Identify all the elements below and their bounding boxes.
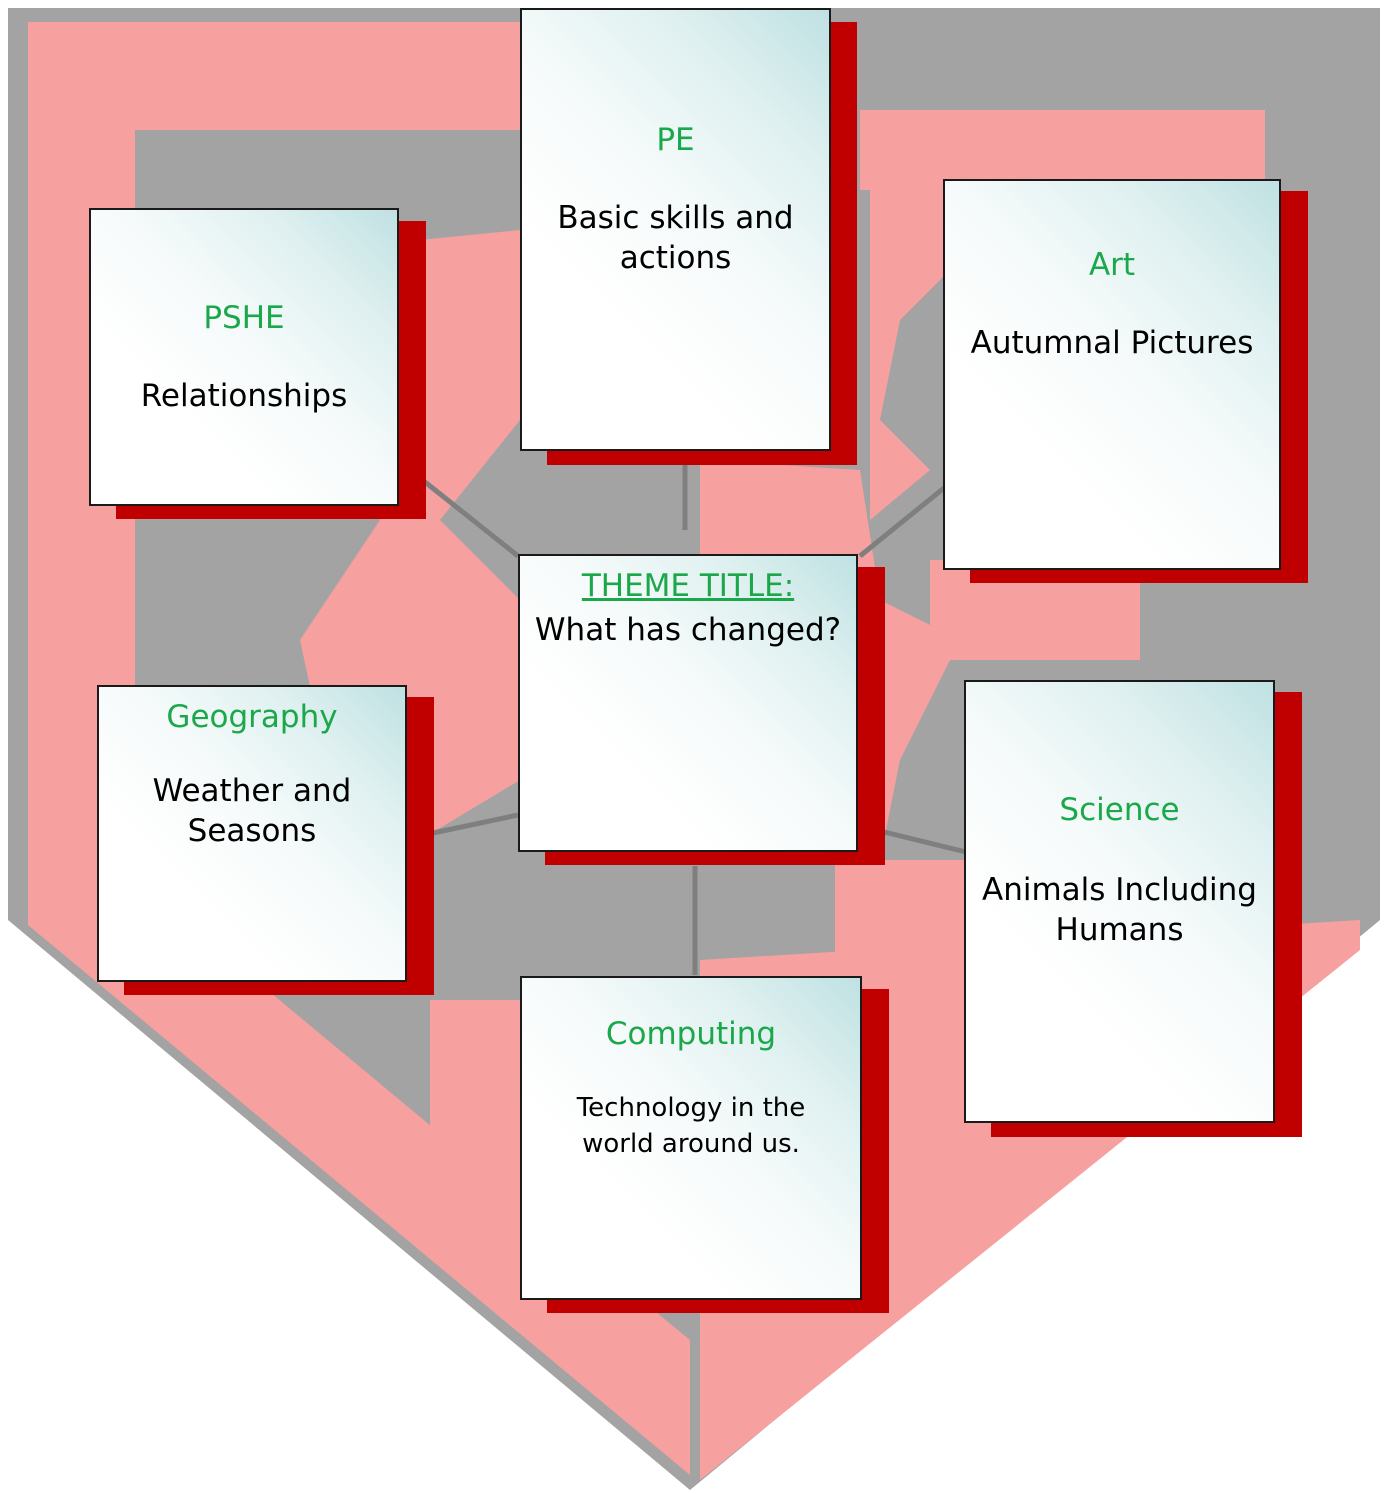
- topic-text: Weather and Seasons: [152, 773, 352, 849]
- connector-art: [858, 486, 946, 558]
- crest-emblem-lower: [430, 1000, 520, 1260]
- connector-geography: [432, 812, 519, 836]
- topic-text: Animals Including Humans: [982, 872, 1257, 948]
- card-face: Science Animals Including Humans: [964, 680, 1275, 1123]
- subject-label: Art: [1088, 247, 1136, 283]
- subject-label: Science: [1059, 792, 1180, 828]
- theme-title-label: THEME TITLE:: [581, 568, 795, 604]
- card-face: PE Basic skills and actions: [520, 8, 831, 451]
- subject-label: PSHE: [203, 300, 285, 336]
- connector-pshe: [423, 480, 520, 558]
- subject-label: PE: [656, 122, 695, 158]
- connector-science: [883, 829, 967, 855]
- subject-label: Geography: [166, 699, 338, 735]
- card-face: PSHE Relationships: [89, 208, 399, 506]
- topic-text: Autumnal Pictures: [970, 325, 1254, 361]
- topic-text: Basic skills and actions: [557, 200, 794, 276]
- crest-pink-left: [28, 22, 690, 1475]
- crest-pink-right: [860, 110, 1265, 190]
- crest-emblem-right-b: [930, 560, 1140, 660]
- card-face: THEME TITLE: What has changed?: [518, 554, 858, 852]
- card-face: Art Autumnal Pictures: [943, 179, 1281, 570]
- topic-text: Technology in the world around us.: [576, 1093, 806, 1159]
- crest-emblem-right-c: [835, 860, 965, 1000]
- card-face: Geography Weather and Seasons: [97, 685, 407, 982]
- topic-text: Relationships: [140, 378, 348, 414]
- crest-pink-top-right: [855, 22, 1300, 130]
- theme-title-text: What has changed?: [534, 612, 842, 648]
- card-face: Computing Technology in the world around…: [520, 976, 862, 1300]
- subject-label: Computing: [605, 1016, 777, 1052]
